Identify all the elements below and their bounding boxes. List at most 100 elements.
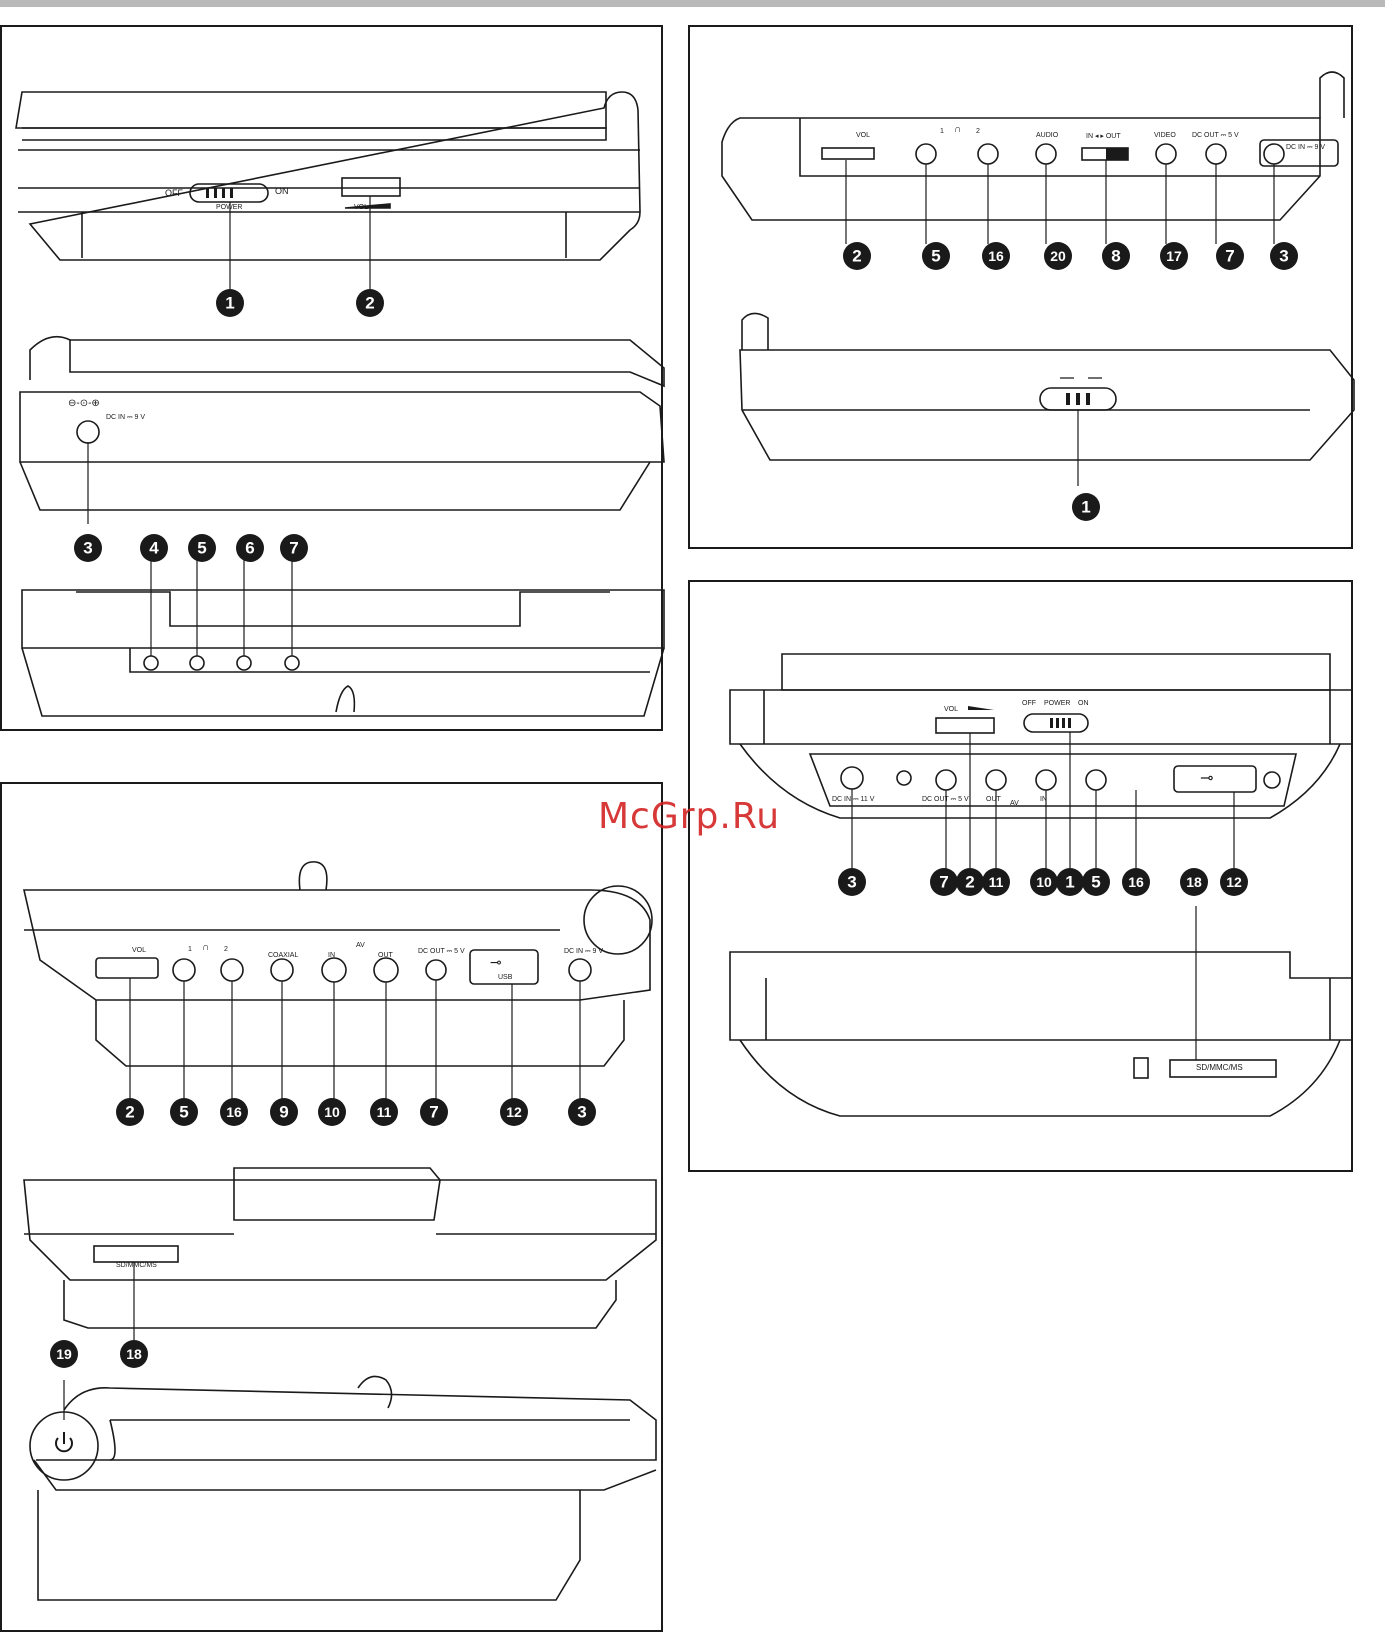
svg-text:3: 3	[83, 539, 92, 558]
svg-text:2: 2	[125, 1103, 134, 1122]
callout-badge: 18	[120, 1340, 148, 1368]
svg-text:1: 1	[1081, 498, 1090, 517]
svg-text:10: 10	[1036, 874, 1052, 890]
p2-headphone-icon: ∩	[954, 124, 962, 135]
callout-badge: 10	[1030, 868, 1058, 896]
p3-usb-label: USB	[498, 974, 513, 981]
callout-badge: 11	[982, 868, 1010, 896]
p4-av-label: AV	[1010, 800, 1019, 807]
svg-text:16: 16	[226, 1104, 242, 1120]
p4-card-label: SD/MMC/MS	[1196, 1063, 1243, 1072]
callout-badge: 2	[956, 868, 984, 896]
p3-usb-icon: ⊸	[490, 954, 502, 970]
callout-badge: 12	[500, 1098, 528, 1126]
svg-text:3: 3	[1279, 247, 1288, 266]
p2-inout-label: IN ◂ ▸ OUT	[1086, 133, 1121, 140]
svg-text:10: 10	[324, 1104, 340, 1120]
callout-badge: 1	[1056, 868, 1084, 896]
callout-badge: 11	[370, 1098, 398, 1126]
power-label: POWER	[216, 204, 243, 211]
callout-badge: 5	[188, 534, 216, 562]
svg-text:19: 19	[56, 1346, 72, 1362]
p4-off-label: OFF	[1022, 700, 1036, 707]
dc-in-label: DC IN ⎓ 9 V	[106, 414, 146, 421]
top-rule	[0, 0, 1385, 7]
svg-text:16: 16	[988, 248, 1004, 264]
p4-power-label: POWER	[1044, 700, 1071, 707]
polarity-icon: ⊖-⊙-⊕	[68, 398, 100, 409]
callout-badge: 20	[1044, 242, 1072, 270]
p3-coaxial-label: COAXIAL	[268, 952, 299, 959]
svg-text:12: 12	[506, 1104, 522, 1120]
svg-text:18: 18	[126, 1346, 142, 1362]
svg-text:12: 12	[1226, 874, 1242, 890]
p2-hp1-label: 1	[940, 128, 944, 135]
svg-text:3: 3	[577, 1103, 586, 1122]
svg-text:7: 7	[289, 539, 298, 558]
p4-vol-label: VOL	[944, 706, 959, 713]
callout-badge: 18	[1180, 868, 1208, 896]
p4-in-label: IN	[1040, 796, 1047, 803]
p4-out-label: OUT	[986, 796, 1001, 803]
svg-text:11: 11	[377, 1104, 392, 1120]
callout-badge: 10	[318, 1098, 346, 1126]
p3-av-label: AV	[356, 942, 365, 949]
callout-badge: 1	[1072, 493, 1100, 521]
p2-audio-label: AUDIO	[1036, 132, 1059, 139]
p3-hp1-label: 1	[188, 946, 192, 953]
svg-text:5: 5	[931, 247, 940, 266]
p2-dcin-label: DC IN ⎓ 9 V	[1286, 144, 1326, 151]
svg-text:16: 16	[1128, 874, 1144, 890]
callout-badge: 6	[236, 534, 264, 562]
callout-badge: 12	[1220, 868, 1248, 896]
callout-badge: 7	[420, 1098, 448, 1126]
svg-text:4: 4	[149, 539, 159, 558]
p3-in-label: IN	[328, 952, 335, 959]
svg-text:2: 2	[365, 294, 374, 313]
svg-text:20: 20	[1050, 248, 1066, 264]
svg-text:18: 18	[1186, 874, 1202, 890]
p4-dcout-label: DC OUT ⎓ 5 V	[922, 796, 969, 803]
svg-text:11: 11	[989, 874, 1004, 890]
callout-badge: 7	[930, 868, 958, 896]
callout-badge: 19	[50, 1340, 78, 1368]
callout-badge: 7	[280, 534, 308, 562]
p3-dcin-label: DC IN ⎓ 9 V	[564, 948, 604, 955]
svg-text:7: 7	[939, 873, 948, 892]
p3-vol-label: VOL	[132, 947, 147, 954]
p3-dcout-label: DC OUT ⎓ 5 V	[418, 948, 465, 955]
callout-badge: 16	[1122, 868, 1150, 896]
callout-badge: 7	[1216, 242, 1244, 270]
p4-dcin-label: DC IN ⎓ 11 V	[832, 796, 875, 803]
svg-text:8: 8	[1111, 247, 1120, 266]
callout-badge: 16	[982, 242, 1010, 270]
callout-badge: 16	[220, 1098, 248, 1126]
p2-video-label: VIDEO	[1154, 132, 1176, 139]
callout-badge: 5	[1082, 868, 1110, 896]
callout-badge: 9	[270, 1098, 298, 1126]
svg-text:2: 2	[852, 247, 861, 266]
p3-headphone-icon: ∩	[202, 942, 210, 953]
panel-side-views-a	[0, 25, 663, 731]
callout-badge: 2	[116, 1098, 144, 1126]
p2-dcout-label: DC OUT ⎓ 5 V	[1192, 132, 1239, 139]
callout-badge: 4	[140, 534, 168, 562]
watermark: McGrp.Ru	[598, 796, 781, 837]
svg-text:17: 17	[1166, 248, 1182, 264]
p4-usb-icon: ⊸	[1200, 770, 1214, 787]
panel-side-views-b	[688, 25, 1353, 549]
p2-vol-label: VOL	[856, 132, 871, 139]
p4-on-label: ON	[1078, 700, 1089, 707]
callout-badge: 17	[1160, 242, 1188, 270]
p3-out-label: OUT	[378, 952, 393, 959]
svg-text:6: 6	[245, 539, 254, 558]
p2-hp2-label: 2	[976, 128, 980, 135]
svg-text:2: 2	[965, 873, 974, 892]
callout-badge: 8	[1102, 242, 1130, 270]
callout-badge: 3	[74, 534, 102, 562]
